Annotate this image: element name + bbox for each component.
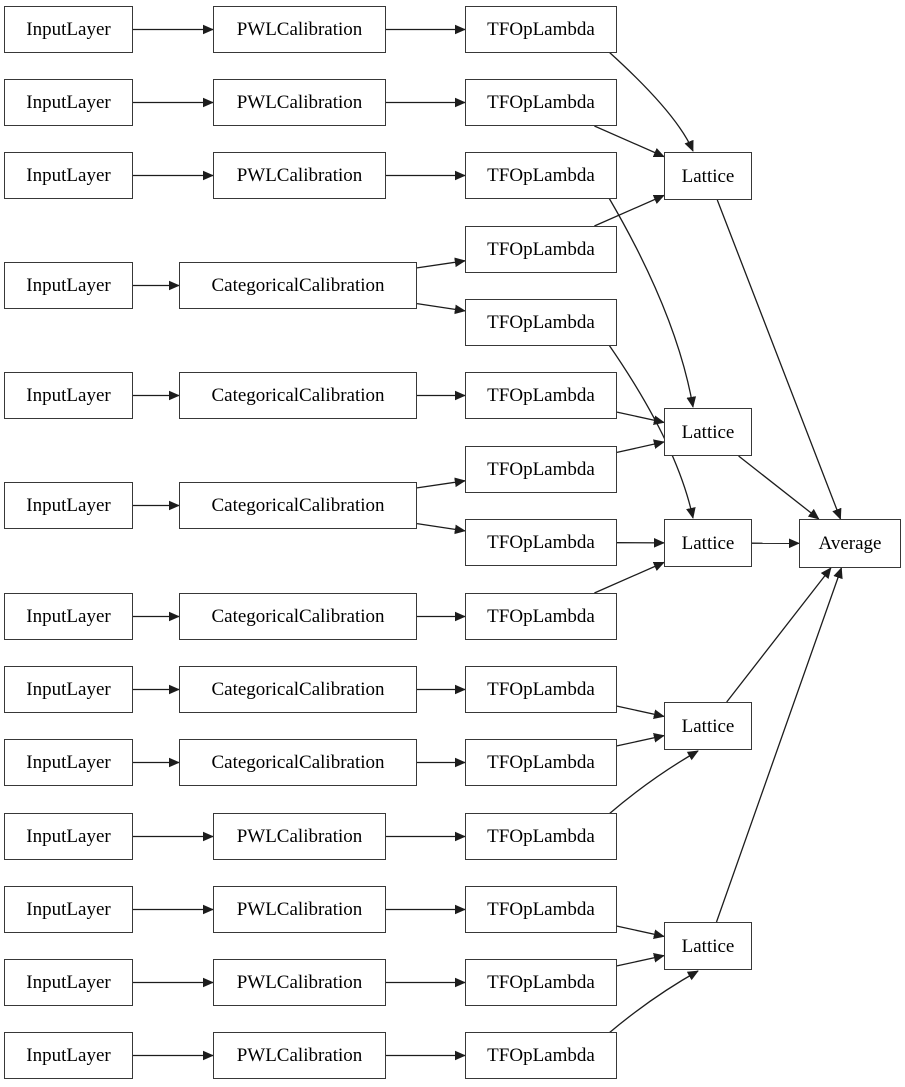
edge-lat2-avg (738, 455, 820, 520)
edge-tf6-lat2 (616, 411, 665, 425)
edge-cat1-tf4 (416, 257, 466, 269)
edge-tf12-lat4 (608, 750, 699, 815)
edge-tf7-lat2 (616, 439, 665, 454)
node-tf5: TFOpLambda (465, 299, 617, 346)
node-tf6: TFOpLambda (465, 372, 617, 419)
edge-tf15-lat5 (608, 970, 699, 1034)
node-in1: InputLayer (4, 6, 133, 53)
edge-lat5-avg (715, 567, 843, 923)
node-tf4: TFOpLambda (465, 226, 617, 273)
edge-tf11-lat4 (616, 733, 665, 747)
node-pwl7: PWLCalibration (213, 1032, 386, 1079)
node-cat1: CategoricalCalibration (179, 262, 417, 309)
node-in13: InputLayer (4, 1032, 133, 1079)
node-tf13: TFOpLambda (465, 886, 617, 933)
node-cat6: CategoricalCalibration (179, 739, 417, 786)
node-pwl6: PWLCalibration (213, 959, 386, 1006)
node-lat5: Lattice (664, 922, 752, 970)
node-in11: InputLayer (4, 886, 133, 933)
node-in4: InputLayer (4, 262, 133, 309)
edge-tf2-lat1 (594, 125, 665, 158)
node-tf3: TFOpLambda (465, 152, 617, 199)
node-lat1: Lattice (664, 152, 752, 200)
node-in3: InputLayer (4, 152, 133, 199)
node-in10: InputLayer (4, 813, 133, 860)
edge-tf3-lat2 (608, 197, 697, 408)
edge-cat3-tf7 (416, 477, 466, 489)
edge-cat3-tf8 (416, 522, 466, 535)
edge-tf4-lat1 (594, 194, 665, 227)
node-lat3: Lattice (664, 519, 752, 567)
node-tf9: TFOpLambda (465, 593, 617, 640)
node-tf15: TFOpLambda (465, 1032, 617, 1079)
node-in8: InputLayer (4, 666, 133, 713)
node-tf14: TFOpLambda (465, 959, 617, 1006)
node-tf2: TFOpLambda (465, 79, 617, 126)
node-cat4: CategoricalCalibration (179, 593, 417, 640)
node-in9: InputLayer (4, 739, 133, 786)
node-in6: InputLayer (4, 482, 133, 529)
edge-tf13-lat5 (616, 925, 665, 939)
node-avg: Average (799, 519, 901, 568)
node-tf12: TFOpLambda (465, 813, 617, 860)
edge-lat1-avg (716, 199, 842, 520)
node-tf8: TFOpLambda (465, 519, 617, 566)
node-pwl3: PWLCalibration (213, 152, 386, 199)
node-cat5: CategoricalCalibration (179, 666, 417, 713)
node-in12: InputLayer (4, 959, 133, 1006)
edge-tf14-lat5 (616, 953, 665, 967)
edge-cat1-tf5 (416, 302, 466, 315)
node-in5: InputLayer (4, 372, 133, 419)
node-tf7: TFOpLambda (465, 446, 617, 493)
node-tf11: TFOpLambda (465, 739, 617, 786)
node-pwl2: PWLCalibration (213, 79, 386, 126)
node-in2: InputLayer (4, 79, 133, 126)
edge-tf10-lat4 (616, 705, 665, 719)
node-in7: InputLayer (4, 593, 133, 640)
node-tf1: TFOpLambda (465, 6, 617, 53)
node-cat3: CategoricalCalibration (179, 482, 417, 529)
edge-tf9-lat3 (594, 561, 665, 594)
node-lat4: Lattice (664, 702, 752, 750)
node-cat2: CategoricalCalibration (179, 372, 417, 419)
edge-lat4-avg (726, 567, 832, 703)
edge-tf1-lat1 (608, 51, 694, 152)
node-pwl5: PWLCalibration (213, 886, 386, 933)
node-tf10: TFOpLambda (465, 666, 617, 713)
node-pwl4: PWLCalibration (213, 813, 386, 860)
node-lat2: Lattice (664, 408, 752, 456)
node-pwl1: PWLCalibration (213, 6, 386, 53)
